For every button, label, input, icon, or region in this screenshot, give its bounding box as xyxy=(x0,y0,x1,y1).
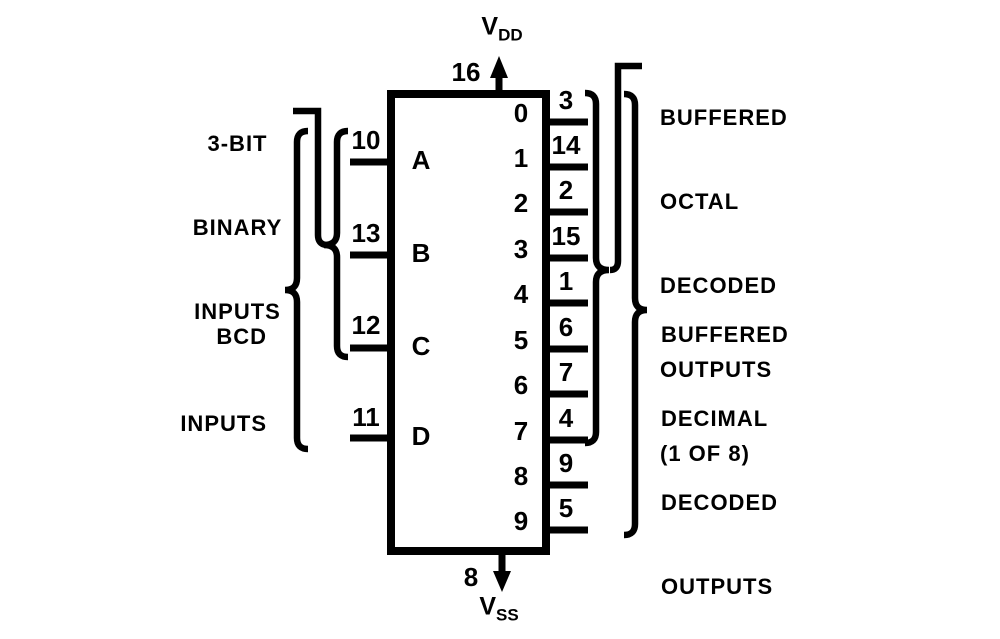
pin-number-output-7: 4 xyxy=(558,403,574,433)
pin-number-vss: 8 xyxy=(463,562,479,592)
bcd-inputs-brace xyxy=(284,127,309,453)
output-label-7: 7 xyxy=(513,416,529,446)
octal-outputs-label-line: BUFFERED xyxy=(660,105,788,130)
input-braces xyxy=(284,107,349,453)
decimal-outputs-label-line: OUTPUTS xyxy=(661,574,774,599)
bcd-inputs-label-line: INPUTS xyxy=(180,411,267,436)
vdd-label: VDD xyxy=(481,12,523,45)
binary-inputs-label-line: 3-BIT xyxy=(207,131,268,156)
pin-number-output-2: 2 xyxy=(558,175,574,205)
bcd-inputs-label-line: BCD xyxy=(216,324,267,349)
pin-number-output-8: 9 xyxy=(558,448,574,478)
output-braces xyxy=(584,62,648,539)
input-label-b: B xyxy=(411,238,431,268)
binary-inputs-label-line: INPUTS xyxy=(194,299,281,324)
vdd-arrow-icon xyxy=(490,56,508,93)
output-label-8: 8 xyxy=(513,461,529,491)
pin-number-input-b: 13 xyxy=(351,218,381,248)
output-label-0: 0 xyxy=(513,98,529,128)
output-label-6: 6 xyxy=(513,370,529,400)
output-label-4: 4 xyxy=(513,279,529,309)
octal-outputs-label-line: OCTAL xyxy=(660,189,740,214)
binary-inputs-label-line: BINARY xyxy=(192,215,283,240)
octal-outputs-brace xyxy=(584,89,610,447)
output-label-5: 5 xyxy=(513,325,529,355)
octal-outputs-label-line: (1 OF 8) xyxy=(660,441,750,466)
binary-inputs-label: 3-BIT BINARY INPUTS xyxy=(160,74,315,382)
binary-inputs-brace xyxy=(323,127,349,361)
pin-number-vdd: 16 xyxy=(451,57,481,87)
octal-outputs-label: BUFFERED OCTAL DECODED OUTPUTS (1 OF 8) xyxy=(660,48,788,524)
pin-number-output-4: 1 xyxy=(558,266,574,296)
pin-number-output-1: 14 xyxy=(551,130,581,160)
pin-number-input-d: 11 xyxy=(352,402,380,432)
decimal-outputs-label: BUFFERED DECIMAL DECODED OUTPUTS (1 OF 1… xyxy=(661,265,789,639)
pin-number-input-a: 10 xyxy=(351,125,381,155)
pin-number-output-9: 5 xyxy=(558,493,574,523)
input-pin-leads xyxy=(350,158,392,442)
output-label-9: 9 xyxy=(513,506,529,536)
input-label-c: C xyxy=(411,331,431,361)
bcd-inputs-label: BCD INPUTS xyxy=(117,264,267,496)
decimal-outputs-label-line: DECODED xyxy=(661,490,779,515)
pin-number-output-5: 6 xyxy=(558,312,574,342)
octal-outputs-label-line: OUTPUTS xyxy=(660,357,773,382)
pin-number-output-0: 3 xyxy=(558,85,574,115)
output-label-1: 1 xyxy=(513,143,529,173)
vdd-name: V xyxy=(481,12,499,41)
octal-outputs-label-line: DECODED xyxy=(660,273,778,298)
input-label-d: D xyxy=(411,421,431,451)
vss-arrow-head xyxy=(493,571,511,592)
output-label-3: 3 xyxy=(513,234,529,264)
pin-number-output-3: 15 xyxy=(551,221,581,251)
vss-name: V xyxy=(479,592,496,621)
output-pin-leads xyxy=(545,118,588,534)
vss-subscript: SS xyxy=(496,605,519,625)
chip-body xyxy=(387,90,550,555)
input-label-a: A xyxy=(411,145,431,175)
vdd-arrow-head xyxy=(490,56,508,78)
output-label-2: 2 xyxy=(513,188,529,218)
binary-label-connector xyxy=(293,107,327,249)
pin-number-input-c: 12 xyxy=(351,310,381,340)
decimal-outputs-label-line: BUFFERED xyxy=(661,322,789,347)
vss-label: VSS xyxy=(479,592,519,625)
pin-number-output-6: 7 xyxy=(558,357,574,387)
decimal-outputs-label-line: DECIMAL xyxy=(661,406,769,431)
vss-arrow-icon xyxy=(493,552,511,592)
decimal-outputs-brace xyxy=(623,90,648,539)
vdd-subscript: DD xyxy=(498,25,523,45)
octal-label-connector xyxy=(609,62,642,274)
